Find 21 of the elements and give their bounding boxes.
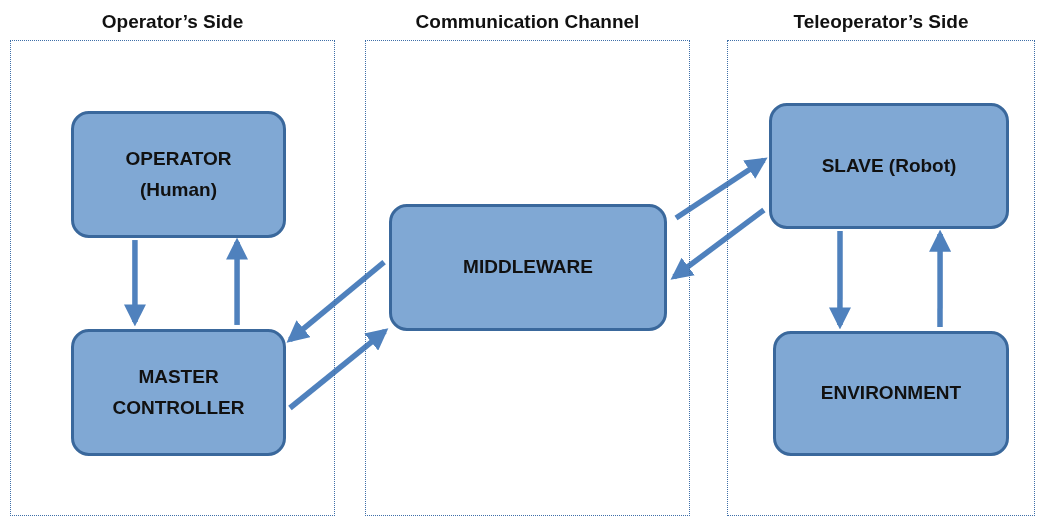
arrow bbox=[286, 259, 386, 343]
process-box bbox=[769, 103, 1009, 229]
arrow bbox=[226, 237, 249, 325]
arrow bbox=[123, 240, 146, 327]
panel-heading: Teleoperator’s Side bbox=[792, 11, 970, 33]
arrow bbox=[828, 231, 851, 330]
arrow bbox=[670, 207, 766, 280]
process-box bbox=[71, 111, 286, 238]
box-label: OPERATOR (Human) bbox=[124, 147, 233, 202]
process-box bbox=[389, 204, 667, 331]
box-label: MASTER CONTROLLER bbox=[111, 365, 246, 420]
process-box bbox=[71, 329, 286, 456]
box-label: SLAVE (Robot) bbox=[821, 153, 957, 178]
arrow bbox=[288, 328, 389, 411]
process-box bbox=[773, 331, 1009, 456]
arrow bbox=[674, 157, 768, 221]
panel-heading: Operator’s Side bbox=[100, 11, 245, 33]
panel-heading: Communication Channel bbox=[414, 11, 641, 33]
box-label: MIDDLEWARE bbox=[463, 255, 593, 280]
box-label: ENVIRONMENT bbox=[820, 381, 962, 406]
arrow bbox=[929, 229, 952, 327]
